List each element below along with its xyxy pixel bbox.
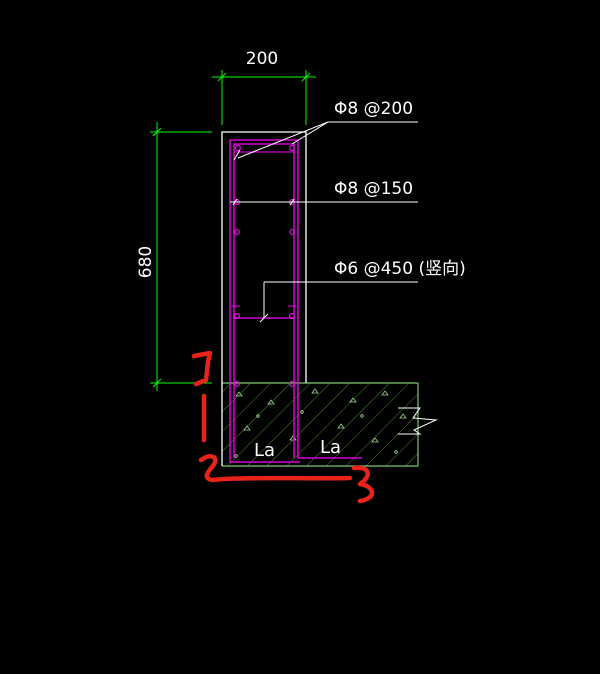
label-vertical: Φ6 @450 (竖向): [334, 259, 466, 279]
slab-break-symbol: [398, 407, 438, 435]
dimension-height-label: 680: [136, 246, 156, 278]
hand-stroke-3: [351, 465, 375, 504]
stirrup-outer: [229, 139, 299, 458]
bar-dot: [234, 313, 240, 319]
dimension-height: [150, 122, 212, 391]
label-top-bar: Φ8 @200: [334, 99, 413, 119]
hand-stroke-underline: [221, 475, 353, 482]
handwritten-annotation: [191, 350, 375, 504]
bar-dot: [234, 229, 240, 235]
label-stirrup: Φ8 @150: [334, 179, 413, 199]
anchorage-bar-left: [229, 458, 300, 463]
slab: [222, 382, 438, 467]
bar-dot: [289, 313, 295, 319]
bar-dot: [289, 381, 295, 387]
anchorage-label-left: La: [254, 440, 275, 461]
rebar-dots: [234, 145, 295, 387]
dimension-width: [212, 70, 316, 125]
stirrup-inner: [233, 143, 295, 458]
bar-dot: [234, 381, 240, 387]
hand-stroke-1: [191, 350, 213, 387]
slab-hatch: [222, 383, 418, 466]
dimension-width-label: 200: [246, 49, 278, 69]
bar-dot: [289, 229, 295, 235]
anchorage-label-right: La: [320, 437, 341, 458]
leader-lines: [230, 121, 418, 323]
bar-dot: [289, 145, 295, 151]
bar-dot: [235, 145, 241, 151]
hand-stroke-2: [198, 454, 227, 483]
curb-outline: [221, 131, 307, 466]
